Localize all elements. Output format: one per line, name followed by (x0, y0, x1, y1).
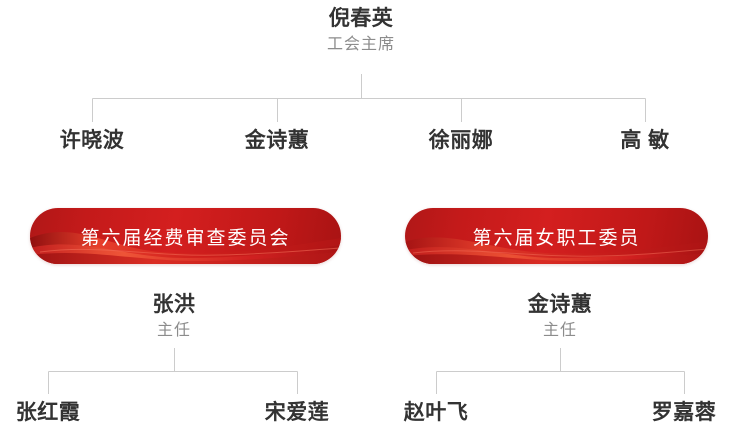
node-vice-chair-2[interactable]: 金诗蕙 (245, 128, 310, 154)
node-chairperson[interactable]: 倪春英 工会主席 (327, 6, 395, 56)
node-women-committee-member-1[interactable]: 赵叶飞 (404, 400, 469, 426)
vice-chair-name: 徐丽娜 (428, 129, 494, 152)
banner-label: 第六届经费审查委员会 (80, 227, 291, 249)
node-vice-chair-4[interactable]: 高 敏 (620, 128, 669, 154)
committee-head-name: 张洪 (152, 293, 196, 316)
committee-member-name: 罗嘉蓉 (651, 401, 717, 424)
committee-member-name: 宋爱莲 (264, 401, 330, 424)
vice-chair-name: 许晓波 (59, 129, 125, 152)
node-vice-chair-1[interactable]: 许晓波 (60, 128, 125, 154)
vice-chair-name: 金诗蕙 (244, 129, 310, 152)
committee-member-name: 张红霞 (15, 401, 81, 424)
chairperson-title: 工会主席 (326, 36, 396, 54)
committee-member-name: 赵叶飞 (403, 401, 469, 424)
chairperson-name: 倪春英 (328, 7, 394, 30)
ribbon-wave-decoration (30, 232, 341, 264)
node-finance-committee-head[interactable]: 张洪 主任 (153, 292, 196, 342)
node-women-committee-head[interactable]: 金诗蕙 主任 (528, 292, 593, 342)
banner-finance-committee[interactable]: 第六届经费审查委员会 (30, 208, 341, 264)
committee-head-title: 主任 (156, 322, 191, 340)
banner-label: 第六届女职工委员 (472, 227, 641, 249)
node-finance-committee-member-1[interactable]: 张红霞 (16, 400, 81, 426)
committee-head-name: 金诗蕙 (527, 293, 593, 316)
banner-women-workers-committee[interactable]: 第六届女职工委员 (405, 208, 708, 264)
node-finance-committee-member-2[interactable]: 宋爱莲 (265, 400, 330, 426)
node-vice-chair-3[interactable]: 徐丽娜 (429, 128, 494, 154)
vice-chair-name: 高 敏 (620, 129, 670, 152)
ribbon-wave-decoration (405, 237, 708, 264)
node-women-committee-member-2[interactable]: 罗嘉蓉 (652, 400, 717, 426)
committee-head-title: 主任 (542, 322, 577, 340)
